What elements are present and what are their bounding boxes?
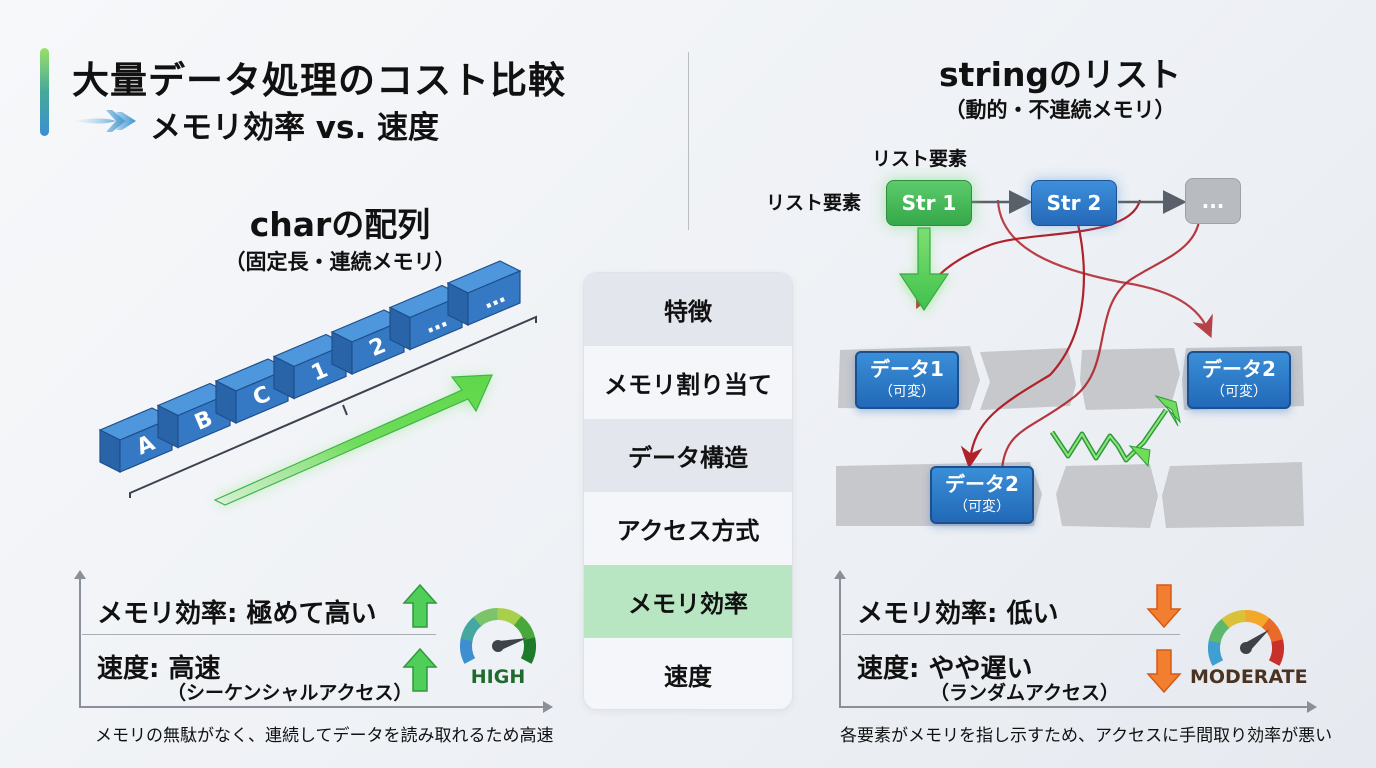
green-speed-arrow (213, 374, 493, 506)
pointer-curves (915, 199, 1213, 471)
y-axis-arrow-icon (74, 570, 86, 579)
data-block-1: データ1 （可変） (855, 351, 959, 409)
feature-row-header: 特徴 (584, 273, 792, 346)
speed-metric-detail: （ランダムアクセス） (930, 682, 1120, 704)
feature-row-access-method: アクセス方式 (616, 517, 760, 545)
char-array-title: charの配列 (249, 205, 431, 244)
data-block-sub: （可変） (954, 499, 1010, 515)
string-list-title: stringのリスト (938, 55, 1182, 94)
moderate-gauge (1208, 610, 1284, 666)
high-gauge (460, 608, 536, 664)
gauge-segment (460, 615, 483, 642)
gauge-segment (473, 608, 499, 627)
data-block-label: データ1 (870, 357, 944, 381)
list-node-str2: Str 2 (1031, 180, 1117, 226)
title-accent-bar (40, 48, 49, 136)
x-axis-arrow-icon (543, 701, 553, 713)
speed-metric: 速度: やや遅い (857, 654, 1033, 684)
metric-separator (842, 634, 1180, 635)
double-arrow-icon (74, 110, 136, 132)
gauge-label-moderate: MODERATE (1190, 666, 1308, 688)
data-block-2-bottom: データ2 （可変） (930, 466, 1034, 524)
feature-table: 特徴 メモリ割り当て データ構造 アクセス方式 メモリ効率 速度 (583, 272, 793, 710)
metric-separator (82, 634, 436, 635)
speed-metric: 速度: 高速 (97, 654, 221, 684)
x-axis (79, 706, 545, 708)
string-list-subtitle: （動的・不連続メモリ） (944, 98, 1176, 122)
feature-row-memory-allocation: メモリ割り当て (604, 371, 772, 399)
page-subtitle: メモリ効率 vs. 速度 (150, 110, 440, 146)
list-element-label-top: リスト要素 (872, 148, 968, 170)
gauge-hub (492, 640, 504, 652)
char-array-diagram: ABC12…… (98, 260, 537, 506)
speed-metric-detail: （シーケンシャルアクセス） (167, 682, 413, 704)
feature-row-memory-efficiency: メモリ効率 (584, 565, 792, 638)
down-arrow-icon (1146, 584, 1182, 629)
gauge-segment (513, 615, 536, 642)
green-down-arrow-icon (898, 227, 950, 312)
string-list-note: 各要素がメモリを指し示すため、アクセスに手間取り効率が悪い (840, 726, 1333, 746)
list-node-more: ... (1185, 178, 1241, 224)
y-axis (79, 575, 81, 708)
gauge-segment (460, 637, 476, 664)
up-arrow-icon (402, 647, 438, 692)
data-block-sub: （可変） (879, 384, 935, 400)
gauge-segment (1221, 610, 1247, 629)
gauge-segment (520, 637, 536, 664)
data-block-2-right: データ2 （可変） (1187, 351, 1291, 409)
gauge-segment (497, 608, 523, 627)
page-title: 大量データ処理のコスト比較 (72, 59, 566, 102)
x-axis (839, 706, 1309, 708)
y-axis-arrow-icon (834, 570, 846, 579)
bracket-line (129, 315, 537, 498)
gauge-segment (1245, 610, 1271, 629)
y-axis (839, 575, 841, 708)
up-arrow-icon (402, 583, 438, 628)
array-cell: B (156, 382, 232, 449)
gauge-needle (496, 638, 527, 651)
down-arrow-icon (1146, 649, 1182, 694)
gauge-segment (1208, 639, 1224, 666)
gauge-segment (1261, 617, 1284, 644)
data-block-label: データ2 (945, 472, 1019, 496)
list-node-str1: Str 1 (886, 180, 972, 226)
gauge-segment (1268, 639, 1284, 666)
gauge-segment (1208, 617, 1231, 644)
feature-row-data-structure: データ構造 (584, 419, 792, 492)
list-element-label-left: リスト要素 (766, 192, 862, 214)
memory-efficiency-metric: メモリ効率: 極めて高い (97, 599, 377, 629)
array-cell: … (446, 260, 522, 326)
x-axis-arrow-icon (1307, 701, 1317, 713)
section-divider (688, 52, 689, 230)
data-block-label: データ2 (1202, 357, 1276, 381)
memory-efficiency-metric: メモリ効率: 低い (857, 599, 1059, 629)
char-array-subtitle: （固定長・連続メモリ） (224, 250, 456, 274)
char-array-note: メモリの無駄がなく、連続してデータを読み取れるため高速 (95, 726, 554, 746)
gauge-hub (1240, 642, 1252, 654)
feature-row-speed: 速度 (664, 663, 712, 691)
gauge-label-high: HIGH (470, 666, 526, 688)
data-block-sub: （可変） (1211, 384, 1267, 400)
